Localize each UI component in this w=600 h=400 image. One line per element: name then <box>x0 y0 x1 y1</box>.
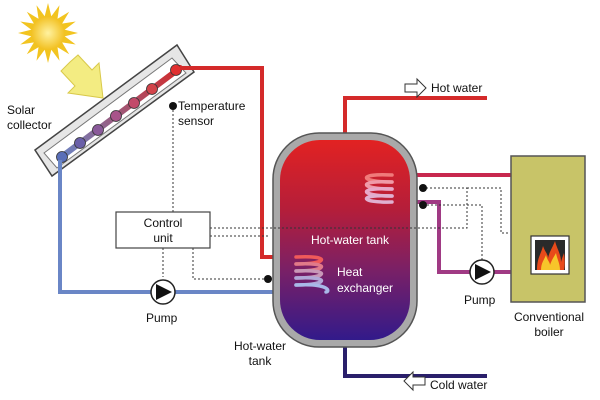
pump-right-label: Pump <box>464 293 496 307</box>
boiler-label-line1: Conventional <box>514 310 584 324</box>
conventional-boiler <box>510 155 586 303</box>
boiler-return-sensor-dot <box>419 201 427 209</box>
boiler-label-line2: boiler <box>534 325 563 339</box>
temperature-sensor-label-line1: Temperature <box>178 99 246 113</box>
temperature-sensor-dot <box>169 102 177 110</box>
pump-left-label: Pump <box>146 311 178 325</box>
collector-cold-pipe <box>58 160 326 294</box>
tank-inner-label: Hot-water tank <box>311 233 390 247</box>
boiler-sensor-dot <box>419 184 427 192</box>
flame-icon <box>537 241 565 270</box>
hot-water-label: Hot water <box>431 81 482 95</box>
heat-exchanger-label-line1: Heat <box>337 265 363 279</box>
tank-outer-label-line1: Hot-water <box>234 339 286 353</box>
hot-water-pipe <box>343 96 487 138</box>
flow-arrow-icon <box>403 370 426 392</box>
cold-water-pipe <box>343 340 487 378</box>
solar-collector-label-line1: Solar <box>7 103 35 117</box>
pump-icon <box>150 279 176 305</box>
solar-heat-exchanger-coil <box>294 254 330 294</box>
boiler-heat-exchanger-coil <box>365 172 394 204</box>
heat-exchanger-sensor-dot <box>264 275 272 283</box>
control-unit-label-line1: Control <box>144 216 183 230</box>
temperature-sensor-label-line2: sensor <box>178 114 214 128</box>
control-unit-label-line2: unit <box>153 231 173 245</box>
control-unit: Control unit <box>115 211 211 249</box>
solar-collector <box>33 43 196 178</box>
solar-collector-label-line2: collector <box>7 118 52 132</box>
cold-water-label: Cold water <box>430 378 487 392</box>
sun-icon <box>18 3 78 63</box>
control-wiring <box>162 106 510 280</box>
heat-exchanger-label-line2: exchanger <box>337 281 393 295</box>
tank-outer-label-line2: tank <box>249 354 273 368</box>
sun-arrow-icon <box>60 54 104 99</box>
pump-icon <box>469 259 495 285</box>
flow-arrow-icon <box>404 77 427 99</box>
